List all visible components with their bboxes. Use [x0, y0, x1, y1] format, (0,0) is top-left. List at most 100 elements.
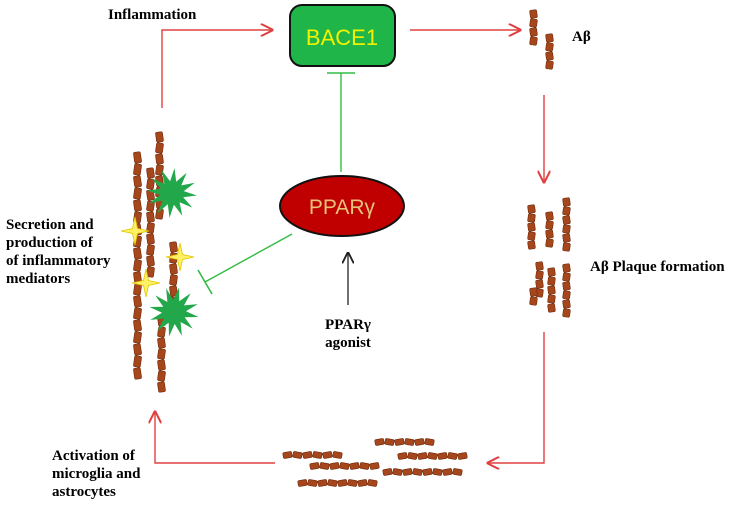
fibril-segment	[547, 303, 556, 313]
fibril-segment	[562, 206, 571, 216]
fibril-segment	[146, 233, 155, 245]
aggregate-fibrils	[282, 438, 468, 487]
fibril-segment	[527, 240, 536, 250]
fibril-segment	[146, 178, 155, 190]
fibril-segment	[562, 272, 571, 282]
fibril-segment	[447, 452, 458, 460]
fibril-segment	[312, 451, 323, 459]
fibril-segment	[329, 462, 340, 470]
fibril-segment	[146, 189, 155, 201]
fibril-segment	[545, 60, 554, 70]
fibril-segment	[282, 451, 293, 459]
fibril-segment	[562, 281, 571, 291]
fibril-segment	[545, 220, 554, 230]
fibril-segment	[133, 295, 142, 308]
fibril-segment	[424, 438, 435, 446]
fibril-segment	[155, 153, 164, 165]
fibril-segment	[562, 308, 571, 318]
arrow-aggregates-to-activation	[155, 412, 275, 464]
fibril-segment	[317, 479, 328, 487]
fibril-segment	[146, 222, 155, 234]
fibril-segment	[402, 468, 413, 476]
fibril-segment	[535, 261, 544, 271]
fibril-segment	[133, 307, 142, 320]
fibril-segment	[157, 381, 166, 393]
fibril-segment	[432, 468, 443, 476]
fibril-segment	[133, 187, 142, 200]
fibril-segment	[384, 438, 395, 446]
label-plaque-formation: Aβ Plaque formation	[590, 259, 725, 275]
fibril-segment	[157, 370, 166, 382]
fibril-segment	[155, 164, 164, 176]
fibril-segment	[133, 199, 142, 212]
fibril-segment	[297, 479, 308, 487]
burst-star-icon	[147, 168, 197, 218]
fibril-segment	[319, 462, 330, 470]
fibril-segment	[322, 451, 333, 459]
spark-icon	[131, 268, 161, 298]
spark-icon	[120, 216, 150, 246]
abeta-fibrils	[529, 9, 554, 70]
fibril-segment	[369, 462, 380, 470]
fibril-segment	[547, 267, 556, 277]
fibril-segment	[133, 175, 142, 188]
label-agonist: PPARγ agonist	[302, 316, 394, 352]
fibril-segment	[133, 163, 142, 176]
fibril-segment	[529, 9, 538, 19]
label-inflammation: Inflammation	[108, 7, 197, 23]
fibril-segment	[545, 229, 554, 239]
fibril-segment	[529, 287, 538, 297]
bace1-node: BACE1	[289, 4, 396, 67]
fibril-segment	[133, 355, 142, 368]
label-activation: Activation of microglia and astrocytes	[52, 447, 140, 501]
fibril-segment	[347, 479, 358, 487]
fibril-segment	[169, 263, 178, 275]
fibril-segment	[146, 200, 155, 212]
fibril-segment	[562, 215, 571, 225]
fibril-segment	[562, 233, 571, 243]
fibril-segment	[547, 294, 556, 304]
fibril-segment	[146, 244, 155, 256]
fibril-segment	[327, 479, 338, 487]
bace1-label: BACE1	[306, 25, 378, 50]
fibril-segment	[527, 213, 536, 223]
fibril-segment	[545, 42, 554, 52]
fibril-segment	[412, 468, 423, 476]
ppar-node: PPARγ	[279, 175, 405, 237]
fibril-segment	[562, 290, 571, 300]
fibril-segment	[529, 296, 538, 306]
arrow-inflammation-to-bace1	[161, 30, 272, 108]
fibril-segment	[547, 276, 556, 286]
fibril-segment	[169, 285, 178, 297]
fibril-segment	[133, 343, 142, 356]
label-agonist-line: agonist	[325, 335, 371, 351]
fibril-segment	[562, 242, 571, 252]
inhibit-ppar-mediators-bar	[197, 269, 213, 295]
fibril-segment	[155, 131, 164, 143]
fibril-segment	[427, 452, 438, 460]
plaque-fibrils	[527, 197, 571, 318]
label-activation-line: Activation of	[52, 448, 135, 464]
fibril-segment	[155, 142, 164, 154]
fibril-segment	[133, 247, 142, 260]
label-secretion-line: Secretion and	[6, 217, 94, 233]
fibril-segment	[359, 462, 370, 470]
fibril-segment	[133, 283, 142, 296]
burst-star-icon	[149, 287, 199, 337]
fibril-segment	[527, 204, 536, 214]
fibril-segment	[133, 319, 142, 332]
fibril-segment	[545, 51, 554, 61]
fibril-segment	[157, 348, 166, 360]
label-secretion-line: production of	[6, 235, 93, 251]
fibril-segment	[339, 462, 350, 470]
fibril-segment	[437, 452, 448, 460]
fibril-segment	[382, 468, 393, 476]
fibril-segment	[146, 255, 155, 267]
fibril-segment	[133, 331, 142, 344]
fibril-segment	[349, 462, 360, 470]
fibril-segment	[374, 438, 385, 446]
fibril-segment	[535, 279, 544, 289]
fibril-segment	[133, 259, 142, 272]
fibril-segment	[332, 451, 343, 459]
